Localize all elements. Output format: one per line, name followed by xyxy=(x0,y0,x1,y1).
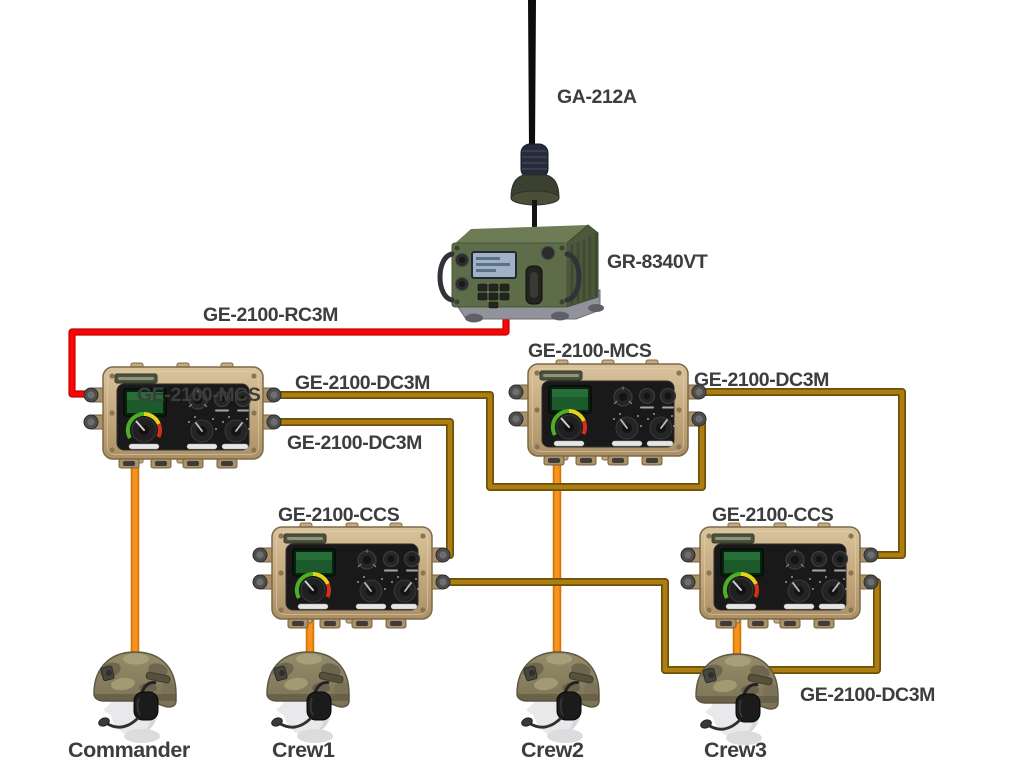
antenna-label: GA-212A xyxy=(557,86,637,108)
radio-label: GR-8340VT xyxy=(607,251,708,273)
cable-dc3m-crew1-crew3-label: GE-2100-DC3M xyxy=(800,684,935,706)
radio-gr8340vt xyxy=(437,224,604,323)
unit-crew1-ccs xyxy=(251,521,452,630)
radio-handle-right xyxy=(564,251,582,303)
unit-crew3-label: GE-2100-CCS xyxy=(712,504,834,526)
cable-dc3m-commander-master-label: GE-2100-DC3M xyxy=(295,372,430,394)
radio-lcd xyxy=(471,251,517,279)
antenna-stem xyxy=(532,200,537,232)
helmet-crew3 xyxy=(696,654,778,745)
cable-rc3m xyxy=(68,306,510,398)
operator-crew2-label: Crew2 xyxy=(521,738,584,762)
unit-commander-label: GE-2100-MCS xyxy=(137,384,261,406)
cable-dc3m-master-crew3-label: GE-2100-DC3M xyxy=(694,369,829,391)
operator-commander-label: Commander xyxy=(68,738,191,762)
radio-handle-left xyxy=(437,251,455,303)
antenna-whip xyxy=(528,0,536,148)
antenna-spring xyxy=(520,143,549,179)
unit-master-mcs xyxy=(507,358,708,467)
radio-knobs xyxy=(455,246,555,291)
helmet-crew1 xyxy=(267,652,349,743)
unit-crew3-ccs xyxy=(679,521,880,630)
unit-commander-mcs xyxy=(82,361,283,470)
unit-crew1-label: GE-2100-CCS xyxy=(278,504,400,526)
helmet-commander xyxy=(94,652,176,743)
helmet-crew2 xyxy=(517,652,599,743)
operator-crew3-label: Crew3 xyxy=(704,738,767,762)
cable-dc3m-master-to-crew3 xyxy=(686,388,906,559)
radio-top xyxy=(452,225,588,246)
cable-rc3m-label: GE-2100-RC3M xyxy=(203,304,338,326)
cable-dc3m-commander-crew1-label: GE-2100-DC3M xyxy=(287,432,422,454)
antenna-ga212a xyxy=(510,0,560,232)
radio-keypad xyxy=(477,283,510,309)
unit-master-label: GE-2100-MCS xyxy=(528,340,652,362)
operator-crew1-label: Crew1 xyxy=(272,738,335,762)
radio-speaker xyxy=(525,265,543,305)
